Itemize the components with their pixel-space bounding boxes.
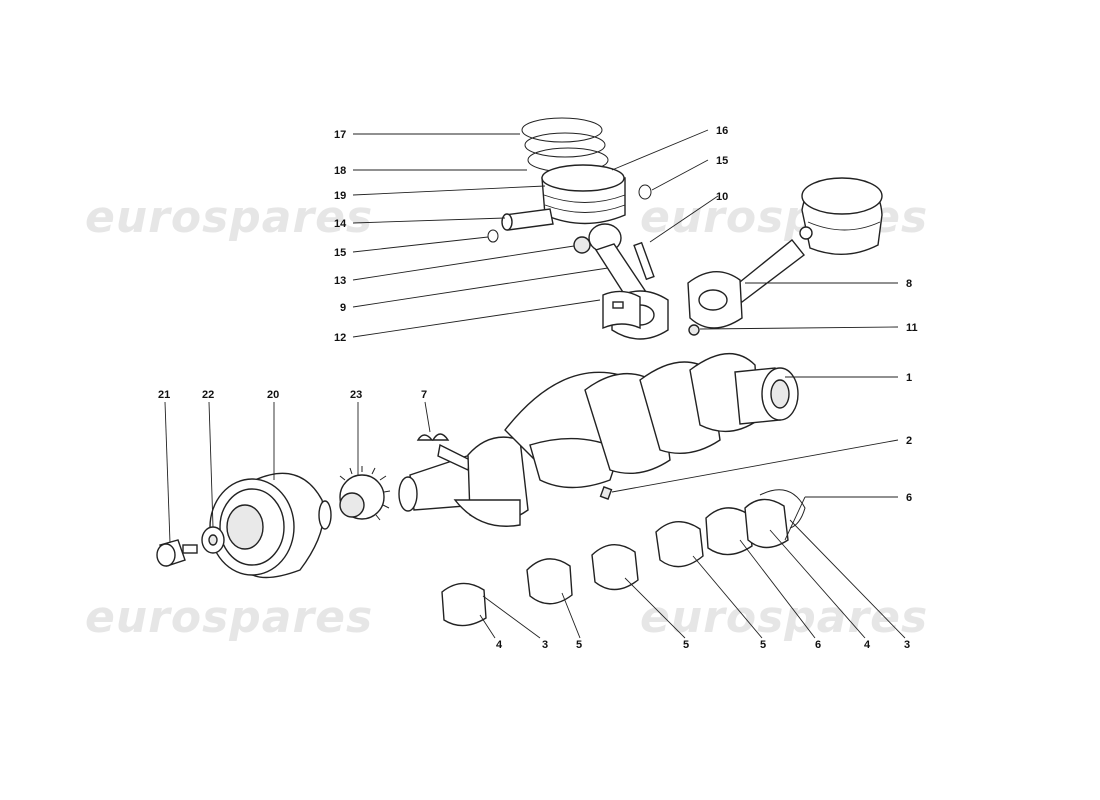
callout-6-bottom: 6 <box>815 639 821 651</box>
watermark-bottom-left: eurospares <box>85 592 373 643</box>
watermark-bottom-right: eurospares <box>640 592 928 643</box>
washer <box>201 526 225 554</box>
callout-14: 14 <box>334 218 347 230</box>
callout-3-left: 3 <box>542 639 548 651</box>
callout-9: 9 <box>340 302 346 314</box>
callout-5-a: 5 <box>576 639 582 651</box>
callout-18: 18 <box>334 165 346 177</box>
callout-8: 8 <box>906 278 912 290</box>
circlip-left <box>487 229 499 243</box>
callout-numbers: 17 18 19 14 15 13 9 12 16 15 10 8 11 1 2… <box>158 125 918 651</box>
piston-left <box>541 164 626 225</box>
callout-11: 11 <box>906 322 918 334</box>
callout-21: 21 <box>158 389 170 401</box>
callout-15-right: 15 <box>716 155 728 167</box>
big-end-bearing-shells <box>602 290 641 330</box>
callout-5-c: 5 <box>760 639 766 651</box>
circlip-right <box>638 184 652 200</box>
callout-13: 13 <box>334 275 346 287</box>
callout-23: 23 <box>350 389 362 401</box>
piston-right <box>799 177 883 256</box>
watermark-top-left: eurospares <box>85 192 373 243</box>
callout-4-right: 4 <box>864 639 871 651</box>
rod-nut <box>688 324 700 336</box>
callout-6-right: 6 <box>906 492 912 504</box>
watermark-top-right: eurospares <box>640 192 928 243</box>
woodruff-keys <box>416 433 450 441</box>
leader-lines <box>164 129 906 639</box>
callout-16: 16 <box>716 125 728 137</box>
callout-3-right: 3 <box>904 639 910 651</box>
callout-4-left: 4 <box>496 639 503 651</box>
callout-12: 12 <box>334 332 346 344</box>
piston-rings <box>521 117 609 173</box>
pulley-damper <box>209 472 332 579</box>
main-bearings <box>441 489 806 627</box>
callout-7: 7 <box>421 389 427 401</box>
callout-2: 2 <box>906 435 912 447</box>
callout-17: 17 <box>334 129 346 141</box>
callout-15-left: 15 <box>334 247 346 259</box>
callout-1: 1 <box>906 372 912 384</box>
connecting-rod-right <box>687 239 805 329</box>
callout-19: 19 <box>334 190 346 202</box>
rod-bolt <box>633 241 655 281</box>
callout-5-b: 5 <box>683 639 689 651</box>
callout-10: 10 <box>716 191 728 203</box>
crankshaft <box>398 352 799 527</box>
callout-22: 22 <box>202 389 214 401</box>
timing-gear <box>339 466 391 521</box>
watermark-group: eurospares eurospares eurospares eurospa… <box>85 192 928 643</box>
crank-pin <box>599 486 613 500</box>
callout-20: 20 <box>267 389 279 401</box>
small-end-bushing <box>573 236 591 254</box>
pulley-bolt <box>156 539 198 567</box>
wrist-pin <box>501 208 554 231</box>
